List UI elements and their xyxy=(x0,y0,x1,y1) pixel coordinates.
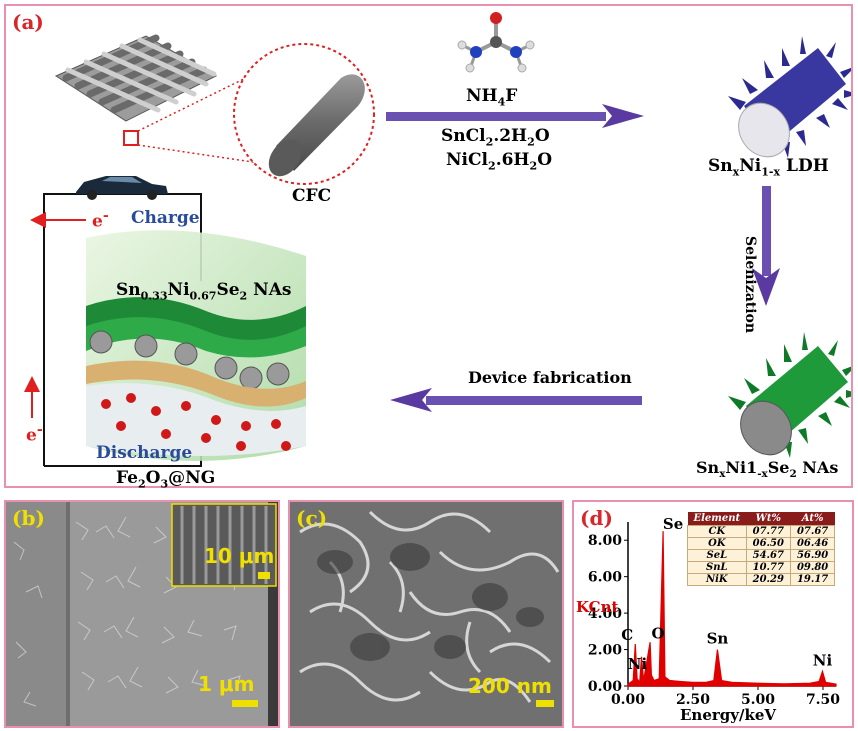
scale-text-b: 1 μm xyxy=(198,672,255,696)
y-tick-label: 4.00 xyxy=(588,606,622,622)
reagent-sncl2: SnCl2.2H2O xyxy=(441,126,550,149)
table-header: Wt% xyxy=(746,512,791,526)
ldh-nanowire-icon xyxy=(728,36,851,158)
carbon-fabric-icon xyxy=(54,34,218,146)
carbon-fiber-icon xyxy=(268,74,365,177)
table-header: Element xyxy=(687,512,747,526)
y-tick-label: 2.00 xyxy=(588,643,622,659)
cfc-label: CFC xyxy=(292,186,332,206)
panel-a-drawing xyxy=(24,12,851,467)
x-tick-label: 7.50 xyxy=(806,692,840,708)
reagent-nicl2: NiCl2.6H2O xyxy=(446,150,552,173)
electron-label-top: e- xyxy=(92,208,109,232)
x-tick-label: 2.50 xyxy=(676,692,710,708)
y-tick-label: 0.00 xyxy=(588,679,622,695)
device-cathode-label: Sn0.33Ni0.67Se2 NAs xyxy=(116,280,292,303)
arrow-left-icon xyxy=(390,388,642,412)
panel-c-sem-image: (c) 200 nm xyxy=(288,500,564,728)
cfc-zoom-circle xyxy=(233,43,375,185)
arrow-right-icon xyxy=(386,104,644,128)
y-tick-label: 6.00 xyxy=(588,570,622,586)
ldh-label: SnxNi1-x LDH xyxy=(708,156,829,179)
battery-device-icon xyxy=(86,230,306,461)
panel-b-sem-image: (b) 10 μm 1 μm xyxy=(4,500,280,728)
peak-label: Sn xyxy=(707,630,729,648)
spectrum-series xyxy=(627,531,837,687)
urea-molecule-icon xyxy=(457,12,535,73)
sem-texture-c xyxy=(290,502,562,726)
arrow-down-icon xyxy=(752,186,780,306)
panel-a-label: (a) xyxy=(12,10,44,34)
panel-b-label: (b) xyxy=(12,506,45,530)
peak-label: O xyxy=(652,624,665,642)
sem-texture-b xyxy=(6,502,278,726)
device-anode-label: Fe2O3@NG xyxy=(116,468,216,491)
nas-nanowire-icon xyxy=(728,332,851,458)
peak-label: Ni xyxy=(628,655,648,673)
y-tick-label: 8.00 xyxy=(588,533,622,549)
panel-c-label: (c) xyxy=(296,506,328,530)
inset-scale-bar xyxy=(258,572,270,579)
device-fabrication-label: Device fabrication xyxy=(468,368,632,387)
y-axis-label: KCnt xyxy=(576,598,619,616)
x-tick-label: 5.00 xyxy=(741,692,775,708)
electron-label-bottom: e- xyxy=(26,422,43,446)
nas-label: SnxNi1-xSe2 NAs xyxy=(696,458,839,481)
table-header: At% xyxy=(790,512,835,526)
x-axis-label: Energy/keV xyxy=(680,706,777,724)
discharge-label: Discharge xyxy=(96,443,193,463)
panel-a: (a) xyxy=(4,4,853,491)
scale-bar-c xyxy=(536,700,554,707)
peak-label: C xyxy=(621,626,633,644)
charge-label: Charge xyxy=(131,208,200,228)
reagent-nh4f: NH4F xyxy=(466,86,518,109)
selenization-label: Selenization xyxy=(742,236,758,334)
car-icon xyxy=(76,176,168,200)
panel-d-label: (d) xyxy=(580,506,613,530)
scale-text-c: 200 nm xyxy=(468,674,552,698)
peak-label: Se xyxy=(663,515,683,533)
panel-d-edx-chart: (d) 0.00 2.00 4.00 6.00 8.00 0.00 2.50 5.00 7.50… xyxy=(572,500,854,728)
peak-label: Ni xyxy=(813,651,833,669)
inset-scale-text: 10 μm xyxy=(204,544,275,568)
scale-bar-b xyxy=(232,700,258,707)
x-tick-label: 0.00 xyxy=(611,692,645,708)
